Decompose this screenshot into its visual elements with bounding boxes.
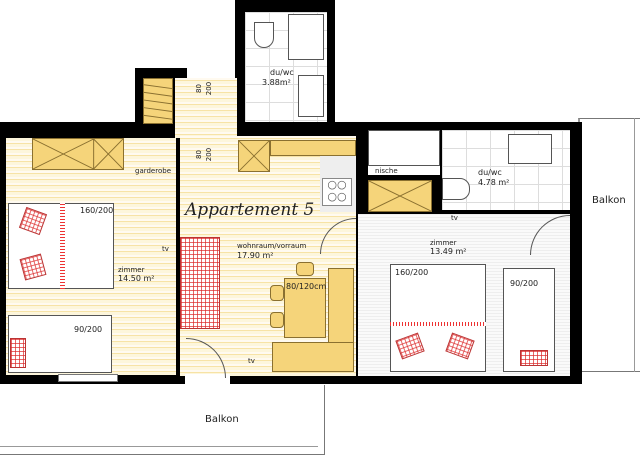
blanket-stripe <box>390 322 486 326</box>
bed-left-single-label: 90/200 <box>74 325 103 334</box>
door-dim-hall-2a: 80 <box>194 150 203 159</box>
window-bottom-left <box>58 374 118 382</box>
wardrobe-nische <box>368 180 432 212</box>
chair <box>296 262 314 276</box>
bed-left-double-label: 160/200 <box>80 206 114 215</box>
tv-right-label: tv <box>451 214 458 222</box>
bed-right-single-label: 90/200 <box>510 279 539 288</box>
table-label: 80/120cm <box>286 282 327 291</box>
balcony-bottom-rail <box>0 446 318 447</box>
room-left-area: 14.50 m² <box>118 274 155 283</box>
shower-right-icon <box>368 130 440 166</box>
room-right-name: zimmer <box>430 239 457 247</box>
toilet-right-icon <box>442 178 470 200</box>
living-name: wohnraum/vorraum <box>237 242 307 250</box>
door-dim-hall-1a: 80 <box>194 84 203 93</box>
balcony-right <box>578 118 640 372</box>
garderobe-label: garderobe <box>135 167 171 175</box>
pillow-icon <box>10 338 26 368</box>
shower-top-icon <box>288 14 324 60</box>
tv-left-label: tv <box>162 245 169 253</box>
room-left-name: zimmer <box>118 266 145 274</box>
sofa <box>180 237 220 329</box>
kitchen-counter <box>270 140 356 156</box>
living-area: 17.90 m² <box>237 251 274 260</box>
wardrobe-left <box>32 138 124 170</box>
hall-floor <box>175 78 237 138</box>
bath-right-area: 4.78 m² <box>478 178 510 187</box>
chair <box>270 285 284 301</box>
bath-right-name: du/wc <box>478 168 502 177</box>
balcony-right-rail <box>634 118 635 372</box>
sink-right-icon <box>508 134 552 164</box>
tv-living-label: tv <box>248 357 255 365</box>
kitchen-l-counter-bottom <box>272 342 354 372</box>
door-dim-hall-2b: 200 <box>205 147 214 162</box>
nische-label: nische <box>375 167 398 175</box>
garderobe-cabinet <box>143 78 173 124</box>
bed-right-double-label: 160/200 <box>395 268 429 277</box>
apartment-title: Appartement 5 <box>185 200 315 220</box>
dining-table <box>284 278 326 338</box>
hall-cabinet <box>238 140 270 172</box>
balcony-bottom <box>0 385 325 455</box>
room-right-area: 13.49 m² <box>430 247 467 256</box>
blanket-stripe <box>60 203 65 289</box>
sink-top-icon <box>298 75 324 117</box>
stove-icon: ○○○○ <box>322 178 352 206</box>
bath-top-name: du/wc <box>270 68 294 77</box>
door-dim-hall-1b: 200 <box>205 81 214 96</box>
bath-top-area: 3.88m² <box>262 78 291 87</box>
pillow-icon <box>520 350 548 366</box>
toilet-top-icon <box>254 22 274 48</box>
balcony-right-label: Balkon <box>592 195 626 206</box>
chair <box>270 312 284 328</box>
balcony-bottom-label: Balkon <box>205 414 239 425</box>
